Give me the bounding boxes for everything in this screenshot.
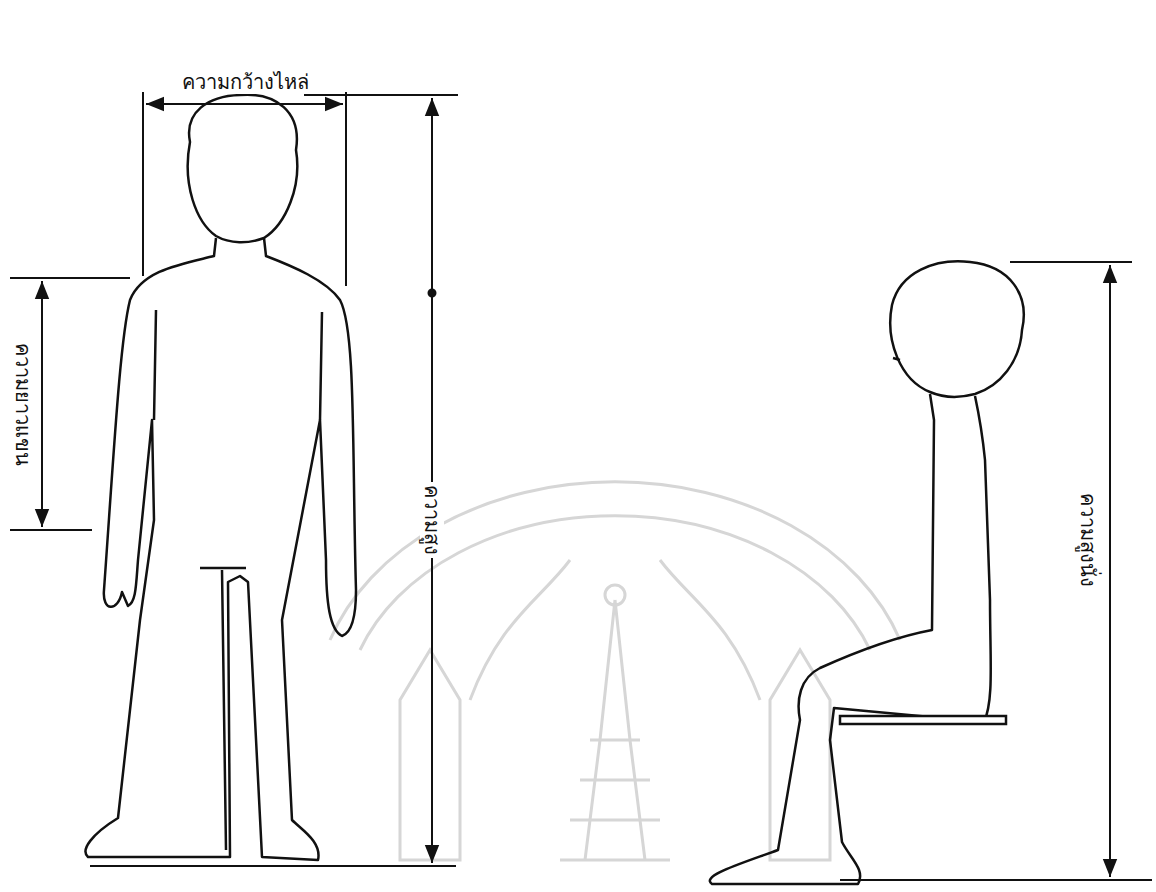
- height-label: ความสูง: [420, 482, 444, 558]
- seated-figure: [710, 261, 1024, 884]
- standing-figure: [86, 95, 356, 860]
- shoulder-width-label: ความกว้างไหล่: [179, 70, 312, 94]
- arm-length-label: ความยาวแขน: [10, 340, 34, 469]
- dimension-lines: [10, 92, 1152, 880]
- seat-board: [840, 716, 1006, 724]
- sitting-height-label: ความสูงนั่ง: [1076, 490, 1100, 590]
